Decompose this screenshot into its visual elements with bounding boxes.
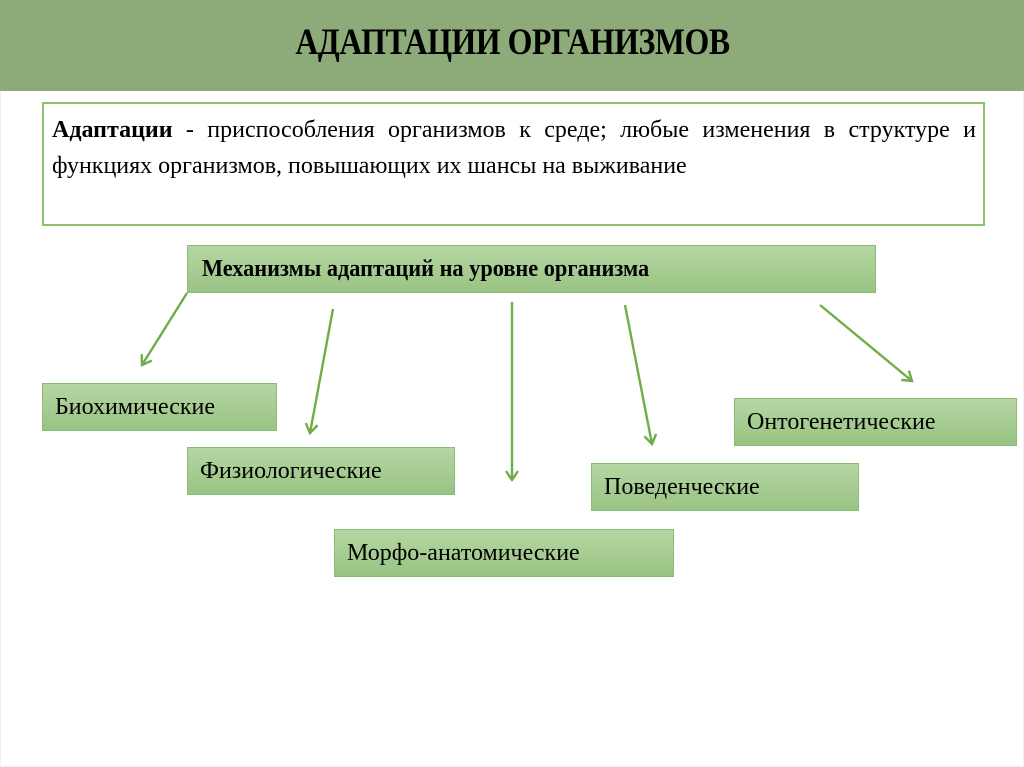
root-node-label: Механизмы адаптаций на уровне организма [202,255,650,282]
node-behavioral: Поведенческие [591,463,859,511]
node-label: Биохимические [55,393,216,420]
node-ontogenetic: Онтогенетические [734,398,1017,446]
node-morpho-anatomical: Морфо-анатомические [334,529,674,577]
node-label: Поведенческие [604,473,760,500]
node-label: Морфо-анатомические [347,539,580,566]
definition-term: Адаптации [52,117,173,143]
node-physiological: Физиологические [187,447,455,495]
title-bar: АДАПТАЦИИ ОРГАНИЗМОВ [0,0,1024,91]
root-node-box: Механизмы адаптаций на уровне организма [187,245,876,293]
node-biochemical: Биохимические [42,383,277,431]
definition-box: Адаптации - приспособления организмов к … [42,102,985,226]
node-label: Физиологические [200,457,382,484]
slide-title: АДАПТАЦИИ ОРГАНИЗМОВ [294,22,730,63]
node-label: Онтогенетические [747,408,936,435]
definition-text: - приспособления организмов к среде; люб… [52,117,976,179]
